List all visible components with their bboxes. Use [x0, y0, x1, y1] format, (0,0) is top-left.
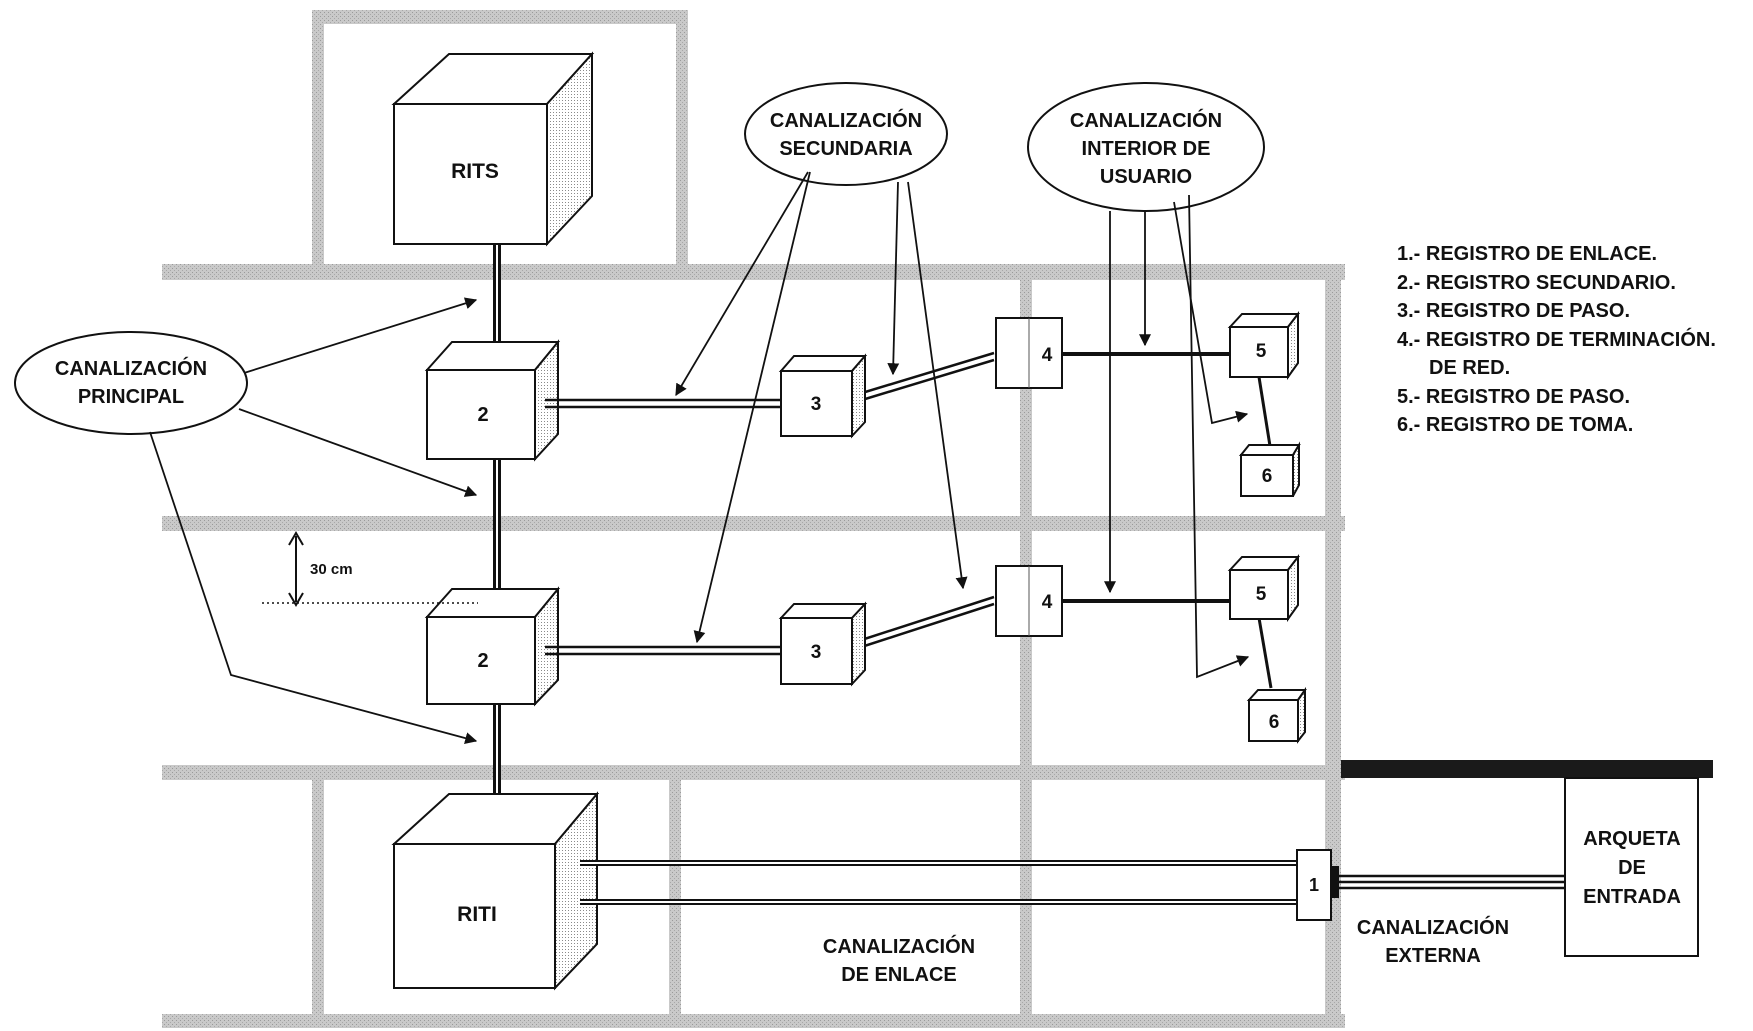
building-structure: [162, 10, 1345, 1028]
interior-callout: [1027, 82, 1265, 212]
secondary-register-upper-label: 2: [477, 404, 488, 426]
legend-item-2: 2.- REGISTRO SECUNDARIO.: [1397, 271, 1676, 294]
user-pass-register-upper: [1227, 311, 1301, 381]
riti-enclosure: [391, 791, 600, 991]
rits-enclosure: [391, 51, 595, 247]
user-pass-register-upper-label: 5: [1256, 341, 1267, 362]
legend: 1.- REGISTRO DE ENLACE. 2.- REGISTRO SEC…: [1397, 240, 1716, 440]
floor-slab-2: [162, 516, 1345, 531]
user-conduits: [1062, 352, 1273, 689]
building-right-wall: [1325, 264, 1341, 1028]
externa-label-line-1: CANALIZACIÓN: [1357, 915, 1509, 939]
legend-item-3: 3.- REGISTRO DE PASO.: [1397, 300, 1630, 322]
upper-room-wall-left: [312, 10, 324, 268]
basement-wall-left: [312, 765, 324, 1028]
outlet-register-upper-label: 6: [1262, 466, 1273, 487]
outlet-register-lower: [1246, 686, 1307, 744]
exterior-ground-line: [1341, 760, 1713, 778]
secondary-register-lower-label: 2: [477, 650, 488, 672]
link-conduits: [580, 860, 1565, 905]
link-register-label: 1: [1309, 875, 1319, 895]
entry-chamber-label-3: ENTRADA: [1583, 886, 1681, 908]
upper-room-wall-right: [676, 10, 688, 268]
outlet-register-upper: [1238, 441, 1301, 497]
secondary-register-lower: [424, 586, 561, 707]
rits-label: RITS: [451, 160, 499, 183]
termination-register-lower-label: 4: [1042, 592, 1053, 613]
interior-callout-line-1: CANALIZACIÓN: [1070, 108, 1222, 132]
principal-callout: [14, 331, 248, 435]
interior-callout-line-3: USUARIO: [1100, 166, 1192, 188]
partition-wall-a: [1020, 264, 1032, 1028]
pass-register-lower: [778, 601, 868, 687]
user-pass-register-lower-label: 5: [1256, 584, 1267, 605]
secondary-conduits: [545, 351, 995, 656]
termination-register-upper-label: 4: [1042, 345, 1053, 366]
enlace-label-line-2: DE ENLACE: [841, 964, 957, 986]
entry-chamber-label-1: ARQUETA: [1583, 828, 1680, 850]
secundaria-callout: [744, 82, 948, 186]
pass-register-upper: [778, 353, 868, 439]
outlet-register-lower-label: 6: [1269, 712, 1280, 733]
secondary-register-upper: [424, 339, 561, 462]
upper-room-ceiling: [312, 10, 688, 24]
secundaria-callout-line-2: SECUNDARIA: [779, 138, 912, 160]
entry-chamber: [1564, 777, 1699, 957]
principal-callout-line-1: CANALIZACIÓN: [55, 356, 207, 380]
legend-item-1: 1.- REGISTRO DE ENLACE.: [1397, 243, 1658, 265]
principal-callout-line-2: PRINCIPAL: [78, 386, 184, 408]
floor-slab-1: [162, 264, 1345, 280]
link-register-flange: [1331, 866, 1339, 898]
pass-register-upper-label: 3: [811, 394, 822, 415]
entry-chamber-label-2: DE: [1618, 857, 1646, 879]
externa-label-line-2: EXTERNA: [1385, 945, 1481, 967]
floor-slab-3: [162, 765, 1345, 780]
basement-wall-mid: [669, 765, 681, 1028]
dimension-marker: [262, 531, 478, 607]
pointer-arrows: [149, 171, 1250, 744]
enlace-label-line-1: CANALIZACIÓN: [823, 934, 975, 958]
interior-callout-line-2: INTERIOR DE: [1082, 138, 1211, 160]
secundaria-callout-line-1: CANALIZACIÓN: [770, 108, 922, 132]
legend-item-6: 6.- REGISTRO DE TOMA.: [1397, 414, 1634, 436]
pass-register-lower-label: 3: [811, 642, 822, 663]
legend-item-4: 4.- REGISTRO DE TERMINACIÓN.: [1397, 328, 1716, 351]
legend-item-5: 5.- REGISTRO DE PASO.: [1397, 385, 1630, 408]
floor-slab-4: [162, 1014, 1345, 1028]
dimension-label: 30 cm: [310, 561, 353, 578]
link-register: [1296, 849, 1332, 921]
legend-item-4-continued: DE RED.: [1429, 357, 1511, 379]
user-pass-register-lower: [1227, 554, 1301, 623]
riti-label: RITI: [457, 903, 497, 926]
